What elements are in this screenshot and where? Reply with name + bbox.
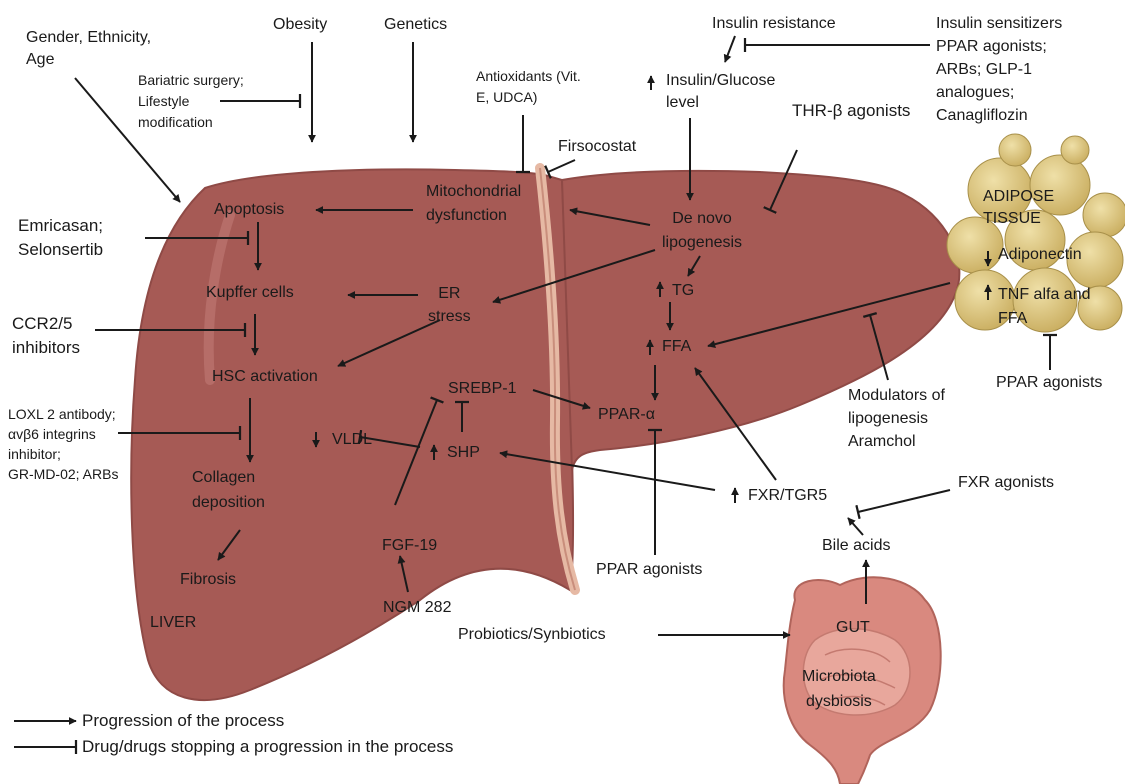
label-line: deposition: [192, 490, 265, 515]
label-gender-ethnicity-age: Gender, Ethnicity, Age: [26, 27, 151, 71]
label-ngm282: NGM 282: [383, 597, 451, 619]
label-emricasan-selonsertib: Emricasan; Selonsertib: [18, 214, 103, 262]
label-srebp1: SREBP-1: [448, 378, 516, 400]
label-apoptosis: Apoptosis: [214, 199, 284, 221]
label-adipose-tissue: ADIPOSE TISSUE: [983, 186, 1054, 230]
label-line: Age: [26, 49, 151, 71]
label-line: Collagen: [192, 465, 265, 490]
label-collagen-deposition: Collagen deposition: [192, 465, 265, 515]
label-line: Aramchol: [848, 430, 945, 453]
label-obesity: Obesity: [273, 14, 327, 36]
label-line: E, UDCA): [476, 87, 581, 108]
legend-glyphs: [14, 721, 76, 747]
label-kupffer-cells: Kupffer cells: [206, 282, 294, 304]
label-vldl: VLDL: [332, 429, 372, 451]
label-line: ER: [428, 282, 471, 305]
label-antioxidants: Antioxidants (Vit. E, UDCA): [476, 66, 581, 108]
label-line: dysfunction: [426, 204, 521, 228]
label-line: lipogenesis: [662, 231, 742, 255]
label-adiponectin: Adiponectin: [998, 244, 1082, 266]
label-insulin-resistance: Insulin resistance: [712, 13, 836, 35]
label-microbiota-dysbiosis: Microbiota dysbiosis: [802, 664, 876, 714]
label-line: inhibitors: [12, 336, 80, 360]
label-line: Lifestyle: [138, 91, 244, 112]
label-line: Bariatric surgery;: [138, 70, 244, 91]
label-line: Emricasan;: [18, 214, 103, 238]
label-gut: GUT: [836, 617, 870, 639]
label-line: Canagliflozin: [936, 104, 1062, 127]
label-line: CCR2/5: [12, 312, 80, 336]
label-de-novo-lipogenesis: De novo lipogenesis: [662, 207, 742, 255]
label-er-stress: ER stress: [428, 282, 471, 328]
label-line: level: [666, 92, 775, 114]
label-hsc-activation: HSC activation: [212, 366, 318, 388]
label-line: Insulin sensitizers: [936, 12, 1062, 35]
label-ppar-alpha: PPAR-α: [598, 404, 655, 426]
label-modulators-aramchol: Modulators of lipogenesis Aramchol: [848, 384, 945, 453]
label-line: analogues;: [936, 81, 1062, 104]
legend-inhibition: Drug/drugs stopping a progression in the…: [82, 736, 453, 758]
label-line: modification: [138, 112, 244, 133]
label-insulin-glucose: Insulin/Glucose level: [666, 70, 775, 114]
label-line: PPAR agonists;: [936, 35, 1062, 58]
label-line: TISSUE: [983, 208, 1054, 230]
label-line: ARBs; GLP-1: [936, 58, 1062, 81]
label-firsocostat: Firsocostat: [558, 136, 636, 158]
label-probiotics-synbiotics: Probiotics/Synbiotics: [458, 624, 606, 646]
label-genetics: Genetics: [384, 14, 447, 36]
label-fxr-agonists: FXR agonists: [958, 472, 1054, 494]
label-fgf19: FGF-19: [382, 535, 437, 557]
arrow-insulin-resistance: [725, 36, 735, 62]
label-loxl2-integrins: LOXL 2 antibody; αvβ6 integrins inhibito…: [8, 404, 118, 484]
label-shp: SHP: [447, 442, 480, 464]
label-mitochondrial-dysfunction: Mitochondrial dysfunction: [426, 180, 521, 228]
label-line: dysbiosis: [802, 689, 876, 714]
legend-progression: Progression of the process: [82, 710, 284, 732]
label-fibrosis: Fibrosis: [180, 569, 236, 591]
label-line: inhibitor;: [8, 444, 118, 464]
label-ppar-agonists-adipose: PPAR agonists: [996, 372, 1102, 394]
inhibit-fxr-agonists: [858, 490, 950, 512]
label-fxr-tgr5: FXR/TGR5: [748, 485, 827, 507]
label-tnf-alfa-ffa: TNF alfa and FFA: [998, 283, 1090, 331]
label-liver: LIVER: [150, 612, 196, 634]
label-line: αvβ6 integrins: [8, 424, 118, 444]
label-line: Insulin/Glucose: [666, 70, 775, 92]
label-line: TNF alfa and: [998, 283, 1090, 307]
label-line: stress: [428, 305, 471, 328]
label-line: Antioxidants (Vit.: [476, 66, 581, 87]
label-bile-acids: Bile acids: [822, 535, 890, 557]
label-line: ADIPOSE: [983, 186, 1054, 208]
label-ffa: FFA: [662, 336, 691, 358]
label-line: GR-MD-02; ARBs: [8, 464, 118, 484]
label-line: Mitochondrial: [426, 180, 521, 204]
label-ppar-agonists-bottom: PPAR agonists: [596, 559, 702, 581]
label-line: Modulators of: [848, 384, 945, 407]
label-line: Microbiota: [802, 664, 876, 689]
label-line: Selonsertib: [18, 238, 103, 262]
arrow-bile-to-fxr: [848, 518, 863, 535]
label-tg: TG: [672, 280, 694, 302]
label-line: lipogenesis: [848, 407, 945, 430]
label-bariatric-lifestyle: Bariatric surgery; Lifestyle modificatio…: [138, 70, 244, 133]
label-line: LOXL 2 antibody;: [8, 404, 118, 424]
label-insulin-sensitizers: Insulin sensitizers PPAR agonists; ARBs;…: [936, 12, 1062, 127]
label-line: FFA: [998, 307, 1090, 331]
label-line: De novo: [662, 207, 742, 231]
label-line: Gender, Ethnicity,: [26, 27, 151, 49]
label-thr-agonists: THR-β agonists: [792, 100, 910, 122]
label-ccr-inhibitors: CCR2/5 inhibitors: [12, 312, 80, 360]
inhibit-firsocostat: [548, 160, 575, 172]
